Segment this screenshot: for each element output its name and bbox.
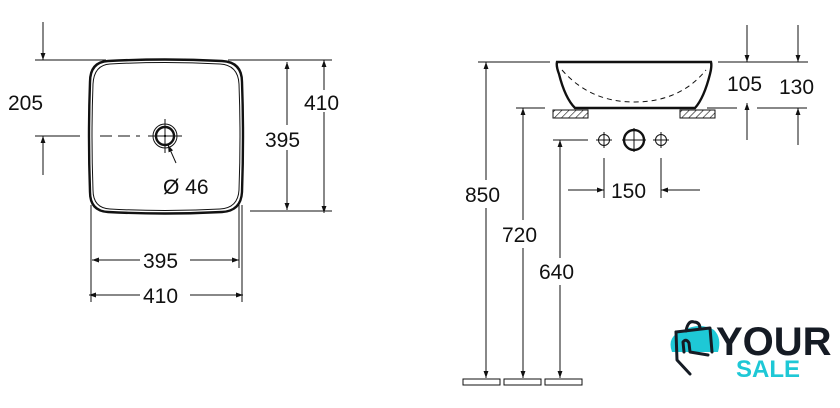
your-sale-logo: YOUR SALE — [670, 320, 832, 383]
drain-hole — [148, 119, 182, 153]
floor-plates — [462, 378, 583, 386]
height-640-label: 640 — [539, 261, 574, 284]
inner-width-label: 395 — [143, 250, 178, 273]
basin-outline — [87, 58, 245, 215]
drain-diameter-label: Ø 46 — [163, 176, 209, 199]
tap-spacing-label: 150 — [611, 180, 646, 203]
outer-width-label: 410 — [143, 285, 178, 308]
inner-depth-label: 395 — [265, 129, 300, 152]
logo-text-your: YOUR — [716, 320, 832, 364]
outer-depth-label: 410 — [304, 92, 339, 115]
bowl-outline — [555, 60, 713, 110]
tap-holes — [596, 128, 669, 152]
basin-inner-outline — [91, 62, 241, 211]
drain-leader — [167, 144, 177, 164]
total-height-label: 130 — [779, 76, 814, 99]
height-720-label: 720 — [502, 224, 537, 247]
bowl-height-label: 105 — [727, 73, 762, 96]
side-view: 150 850 720 640 105 130 — [462, 25, 814, 386]
logo-text-sale: SALE — [736, 356, 800, 383]
offset-label: 205 — [8, 92, 43, 115]
support-left — [552, 109, 589, 119]
shopping-bag-hand-icon — [674, 320, 714, 376]
bowl-inner-dashed — [561, 69, 707, 103]
support-right — [679, 109, 716, 119]
height-850-label: 850 — [465, 184, 500, 207]
top-view: Ø 46 205 395 410 395 410 — [8, 22, 339, 308]
